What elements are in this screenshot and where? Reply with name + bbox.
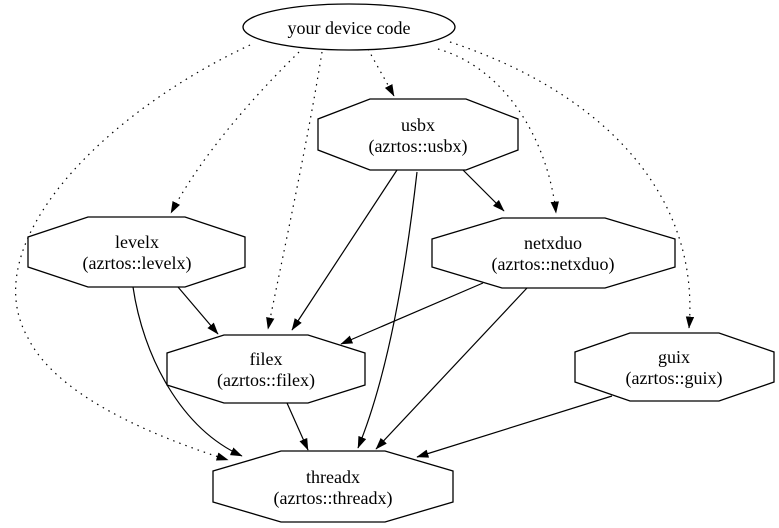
node-device: your device code	[242, 3, 456, 51]
levelx-label: levelx	[115, 232, 159, 252]
device-ellipse-shape	[242, 3, 456, 51]
edge-device-netxduo	[437, 48, 559, 214]
guix-sublabel: (azrtos::guix)	[626, 368, 723, 389]
node-filex: filex (azrtos::filex)	[166, 334, 366, 404]
netxduo-label: netxduo	[524, 233, 582, 253]
guix-label: guix	[658, 347, 690, 367]
node-usbx: usbx (azrtos::usbx)	[317, 98, 519, 171]
filex-octagon-shape	[166, 334, 366, 404]
guix-octagon-shape	[574, 332, 775, 402]
usbx-sublabel: (azrtos::usbx)	[369, 136, 468, 157]
edge-usbx-filex	[291, 169, 398, 331]
edge-device-levelx	[170, 51, 300, 214]
threadx-label: threadx	[306, 467, 360, 487]
node-threadx: threadx (azrtos::threadx)	[212, 450, 454, 523]
edge-netxduo-filex	[340, 282, 484, 345]
node-netxduo: netxduo (azrtos::netxduo)	[431, 217, 676, 289]
filex-label: filex	[250, 349, 283, 369]
edge-levelx-filex	[177, 286, 219, 335]
edge-usbx-threadx	[357, 171, 418, 449]
usbx-label: usbx	[401, 115, 435, 135]
levelx-sublabel: (azrtos::levelx)	[83, 253, 192, 274]
node-layer: your device code usbx (azrtos::usbx) lev…	[27, 3, 775, 523]
node-levelx: levelx (azrtos::levelx)	[27, 216, 246, 288]
netxduo-sublabel: (azrtos::netxduo)	[492, 254, 615, 275]
filex-sublabel: (azrtos::filex)	[217, 370, 315, 391]
threadx-sublabel: (azrtos::threadx)	[274, 488, 393, 509]
levelx-octagon-shape	[27, 216, 246, 288]
usbx-octagon-shape	[317, 98, 519, 171]
node-guix: guix (azrtos::guix)	[574, 332, 775, 402]
edge-guix-threadx	[416, 395, 613, 458]
netxduo-octagon-shape	[431, 217, 676, 289]
edge-layer	[15, 41, 695, 461]
device-label: your device code	[288, 18, 411, 38]
edge-device-guix	[449, 41, 695, 329]
threadx-octagon-shape	[212, 450, 454, 523]
edge-levelx-threadx	[132, 286, 243, 457]
edge-device-filex	[266, 51, 323, 330]
edge-usbx-netxduo	[462, 169, 505, 212]
edge-netxduo-threadx	[375, 287, 528, 450]
edge-filex-threadx	[286, 402, 309, 451]
edge-device-usbx	[367, 48, 395, 97]
